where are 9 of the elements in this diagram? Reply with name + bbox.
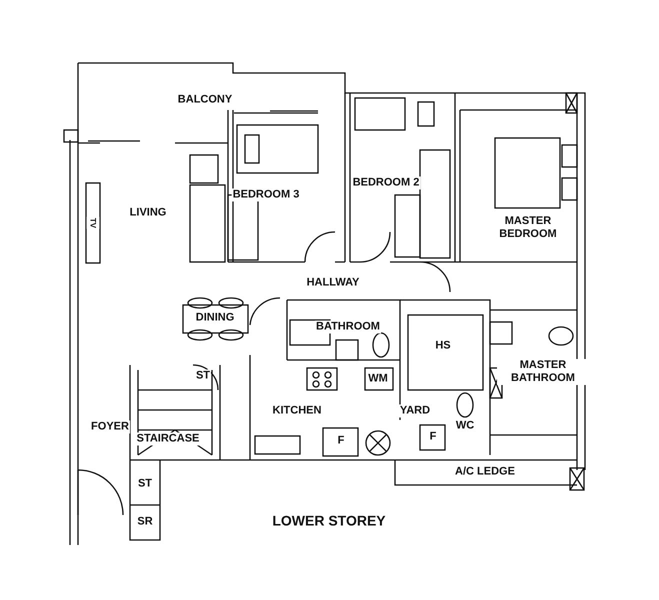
room-label: YARD (398, 404, 432, 418)
room-label: BATHROOM (315, 320, 381, 334)
floor-plan-caption: LOWER STOREY (271, 514, 387, 528)
room-label: STAIRCASE (136, 432, 200, 446)
room-label: BEDROOM 2 (352, 176, 420, 190)
fixture-label: TV (86, 216, 100, 230)
room-label: BEDROOM 3 (232, 188, 300, 202)
room-label: MASTER BATHROOM (497, 359, 589, 385)
room-label: FOYER (90, 420, 130, 434)
